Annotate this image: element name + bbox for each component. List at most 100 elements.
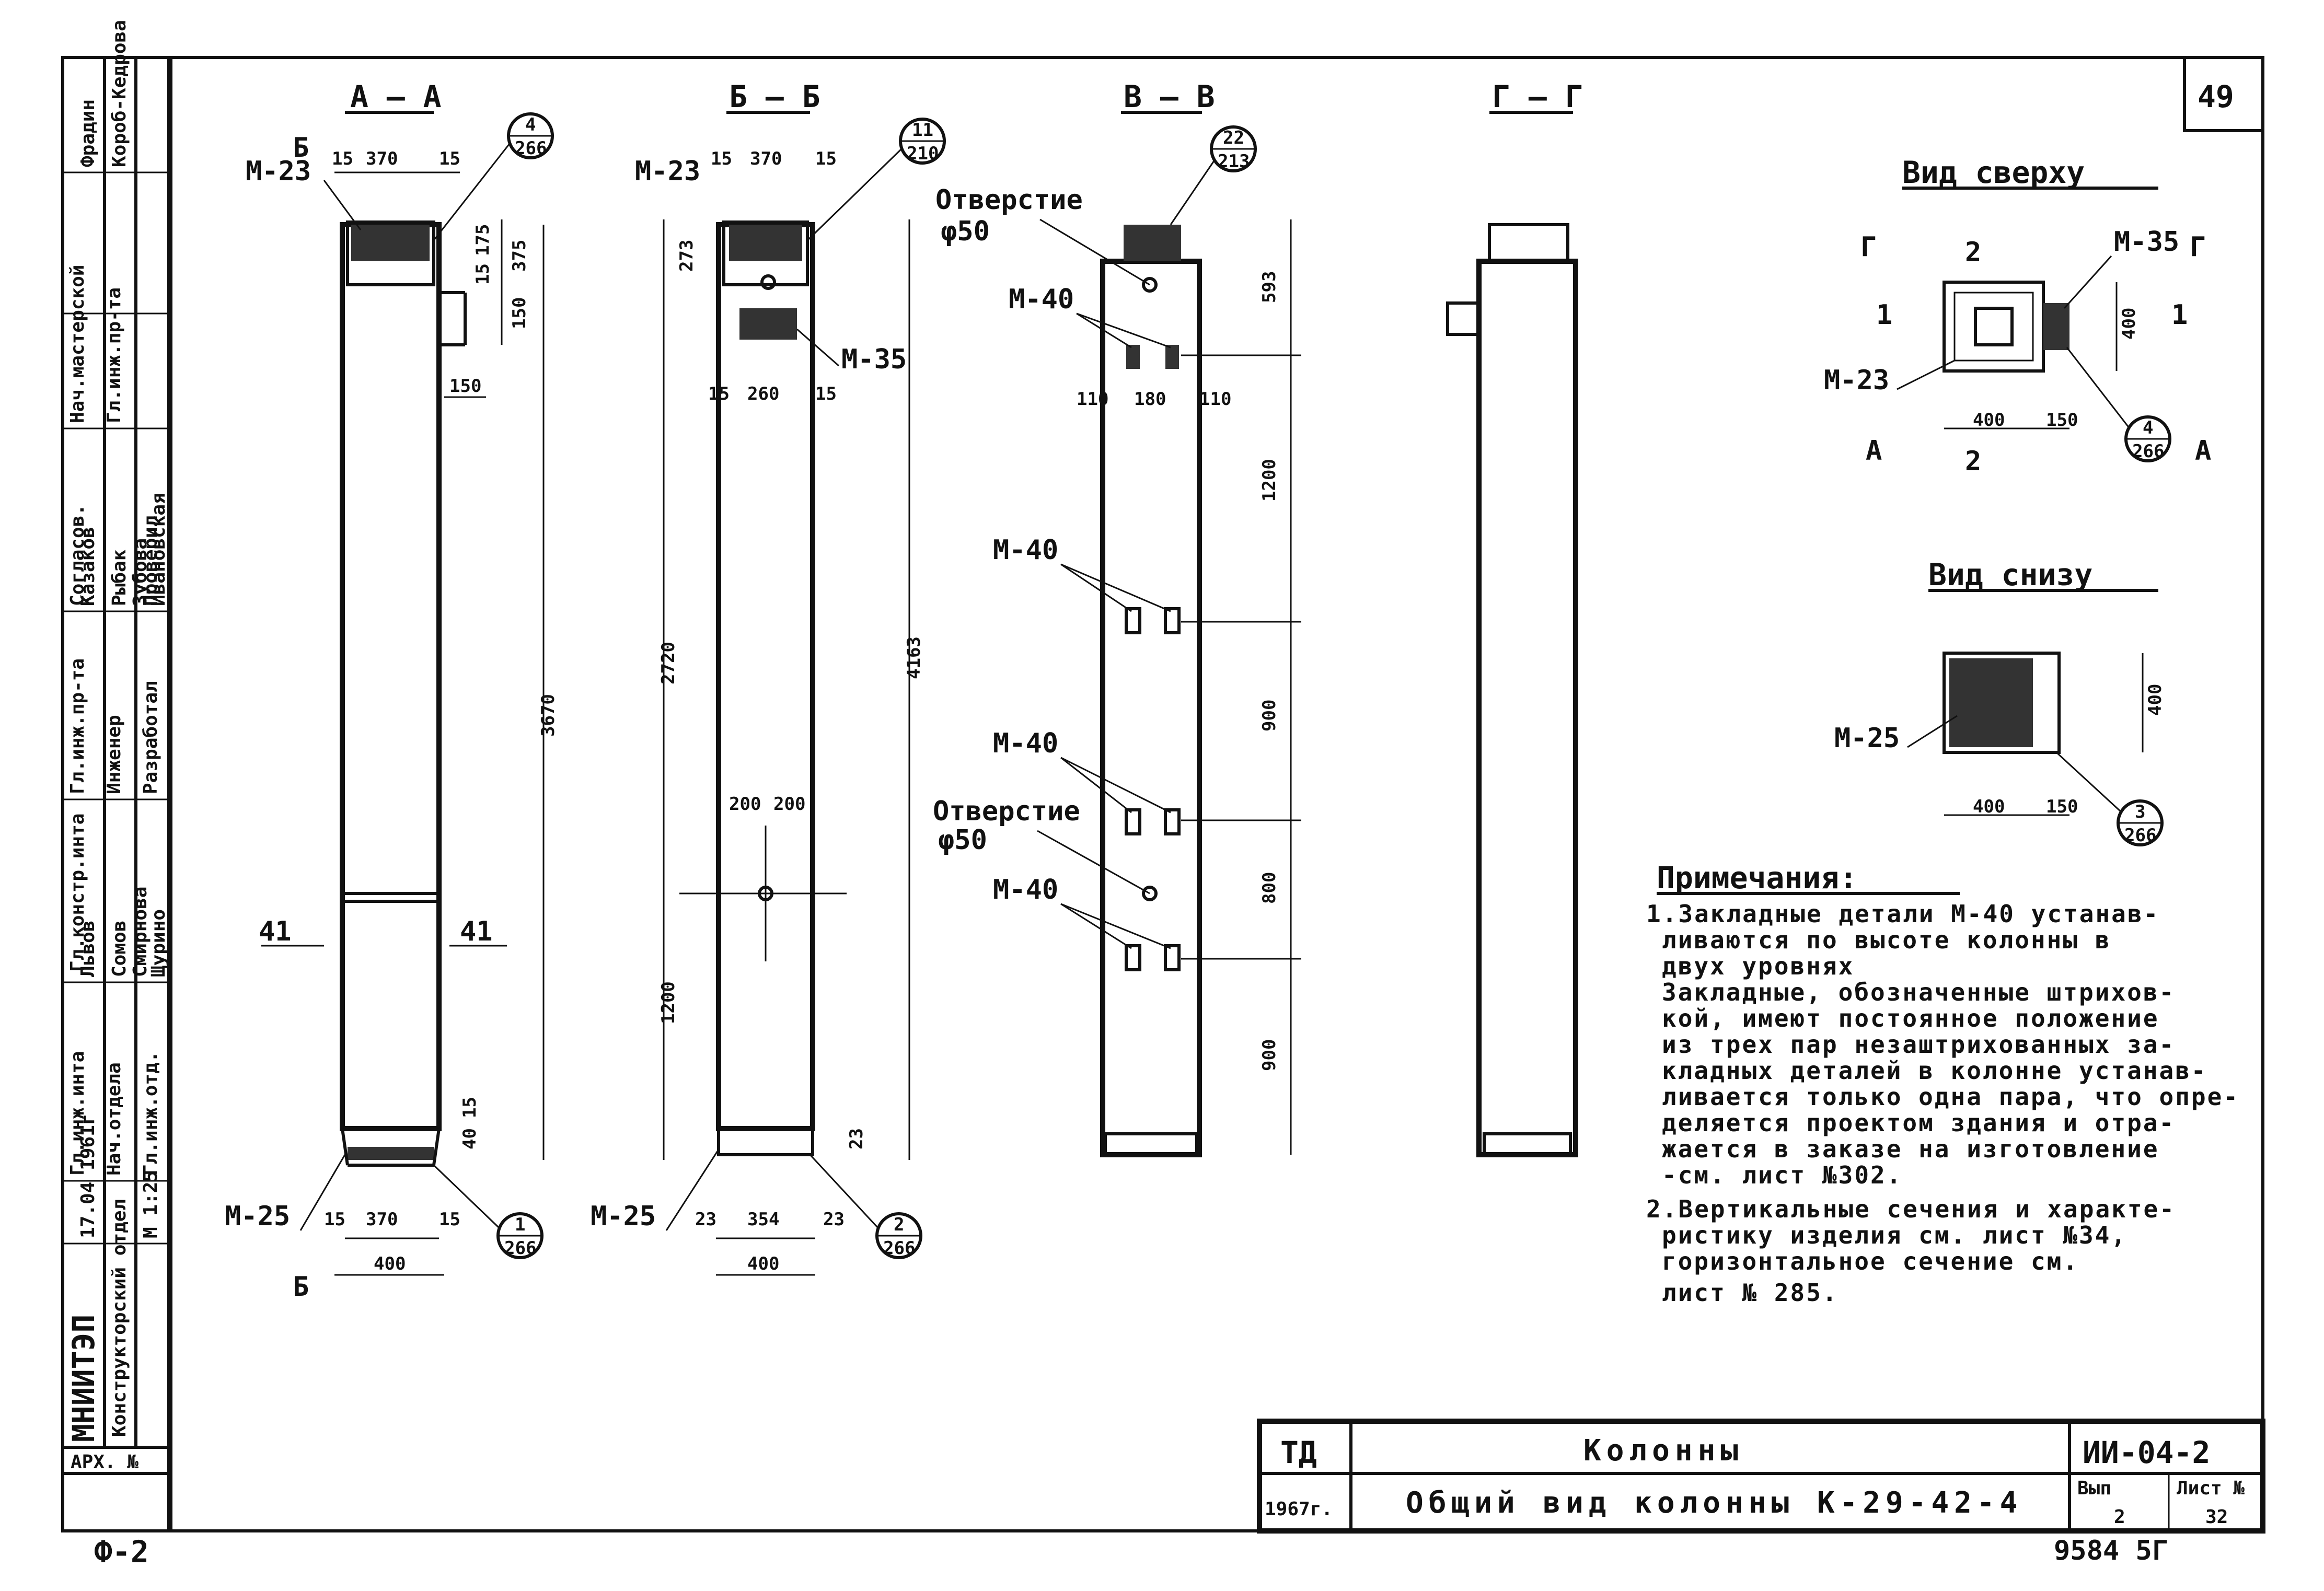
column-foot (1483, 1132, 1572, 1156)
svg-text:11: 11 (912, 120, 933, 141)
section-b-b: Б — Б М-23 М-35 М-25 273 15 370 15 15 26… (591, 79, 946, 1276)
mark-41: 41 (259, 916, 292, 947)
dim-text: 3670 (538, 694, 559, 737)
svg-text:213: 213 (1218, 151, 1250, 172)
dim-text: 15 (439, 148, 460, 169)
stamp-name: Казаков (77, 527, 99, 606)
tb-title: Колонны (1583, 1434, 1743, 1468)
dim-text: 15 (459, 1097, 480, 1118)
svg-text:1: 1 (515, 1214, 525, 1235)
note-line: горизонтальное сечение см. (1662, 1247, 2079, 1275)
column-plan (1943, 281, 2045, 373)
page-number: 49 (2198, 79, 2234, 114)
dim-text: 370 (366, 148, 398, 169)
dim-text: 260 (747, 384, 779, 404)
section-title: В — В (1124, 79, 1215, 114)
note-line: Закладные, обозначенные штрихов- (1662, 978, 2175, 1006)
label-hole: Отверстие (933, 796, 1080, 827)
dim-text: 15 (472, 263, 493, 285)
column-body (716, 222, 815, 1131)
svg-text:3: 3 (2135, 802, 2145, 822)
section-title: Г — Г (1492, 79, 1583, 114)
dim-text: 354 (747, 1209, 779, 1230)
embedded-plate-m23 (351, 225, 430, 261)
section-mark: 2 (1965, 446, 1981, 477)
dim-text: 110 (1077, 389, 1108, 410)
svg-text:2: 2 (894, 1214, 904, 1235)
view-title: Вид снизу (1928, 557, 2092, 593)
stamp-name: Короб-Кедрова (109, 20, 130, 167)
tb-series: ИИ-04-2 (2083, 1435, 2210, 1470)
column-head (346, 220, 435, 286)
stamp-dept: Конструкторский отдел (109, 1199, 130, 1437)
view-title: Вид сверху (1902, 155, 2085, 190)
svg-text:266: 266 (504, 1238, 536, 1259)
column-body (340, 222, 442, 1131)
stamp-name: Смирнова (130, 887, 151, 977)
section-mark: 2 (1965, 237, 1981, 268)
stamp-role: Нач.отдела (103, 1062, 125, 1176)
note-line: кой, имеют постоянное положение (1662, 1004, 2159, 1032)
label-m25: М-25 (1834, 723, 1900, 754)
dim-text: 370 (366, 1209, 398, 1230)
label-m40: М-40 (993, 874, 1058, 905)
label-m40: М-40 (993, 728, 1058, 759)
embedded-plate-m25 (1949, 658, 2033, 747)
dim-text: 180 (1134, 389, 1166, 410)
dim-text: 15 (815, 148, 837, 169)
dim-text: 15 (332, 148, 353, 169)
dim-text: 15 (324, 1209, 345, 1230)
stamp-role: Разработал (140, 681, 161, 794)
label-hole-diameter: φ50 (941, 216, 990, 247)
stamp-org: МНИИТЭП (66, 1315, 101, 1442)
dim-text: 150 (2046, 796, 2078, 817)
svg-text:4: 4 (2143, 417, 2153, 438)
svg-text:266: 266 (2124, 825, 2156, 846)
column-head (722, 220, 809, 286)
dim-text: 400 (1973, 796, 2005, 817)
side-stamp: МНИИТЭП Конструкторский отдел 17.04 1961… (61, 20, 171, 1532)
column-head (1488, 223, 1569, 263)
section-mark: А (1866, 435, 1882, 467)
dim-text: 370 (750, 148, 782, 169)
stamp-name: Зубова (130, 538, 151, 606)
dim-text: 400 (2119, 308, 2140, 340)
section-mark: Г (1860, 231, 1877, 263)
title-block: ТД 1967г. Колонны Общий вид колонны К-29… (1257, 1419, 2265, 1534)
stamp-role: Гл.инж.инта (67, 1051, 88, 1176)
dim-text: 1200 (658, 981, 679, 1024)
dim-text: 200 (729, 794, 761, 815)
sheet-frame (63, 56, 2264, 1532)
section-title: Б — Б (729, 79, 820, 114)
section-a-a: А — А М-23 М-25 41 41 Б Б 15 370 (225, 79, 559, 1303)
label-m35: М-35 (2114, 226, 2179, 258)
dim-text: 23 (846, 1128, 867, 1149)
label-m23: М-23 (1824, 365, 1889, 396)
stamp-role: Проверил (140, 516, 161, 606)
label-m35: М-35 (841, 344, 907, 375)
callout: 11 210 (806, 118, 946, 241)
note-line: ристику изделия см. лист №34, (1662, 1221, 2127, 1249)
mark-41: 41 (460, 916, 493, 947)
callout: 4 266 (433, 112, 554, 241)
stamp-role: Согласов. (67, 504, 88, 606)
dim-text: 900 (1259, 1039, 1280, 1071)
svg-text:266: 266 (2132, 441, 2164, 462)
svg-text:22: 22 (1223, 127, 1244, 148)
stamp-role: Гл.инж.пр-та (67, 658, 88, 794)
dim-text: 15 (711, 148, 732, 169)
section-v-v: В — В Отверстие φ50 Отверстие φ50 М-40 М… (933, 79, 1301, 1157)
stamp-name: Ивановская (148, 493, 169, 606)
dim-text: 375 (509, 240, 530, 272)
tb-sheet-label: Лист № (2177, 1478, 2245, 1499)
label-m23: М-23 (635, 156, 700, 187)
bottom-view: Вид снизу М-25 400 400 150 3 266 (1834, 557, 2166, 846)
stamp-role: Гл.инж.отд. (140, 1051, 161, 1176)
note-line: ливаются по высоте колонны в (1662, 926, 2111, 954)
stamp-name: Львов (77, 921, 99, 977)
stamp-role: Инженер (103, 715, 125, 794)
note-line: лист № 285. (1662, 1279, 1839, 1307)
notes-heading: Примечания: (1657, 860, 1857, 896)
column-plan (1943, 652, 2061, 754)
stamp-name: Фрадин (77, 99, 99, 167)
